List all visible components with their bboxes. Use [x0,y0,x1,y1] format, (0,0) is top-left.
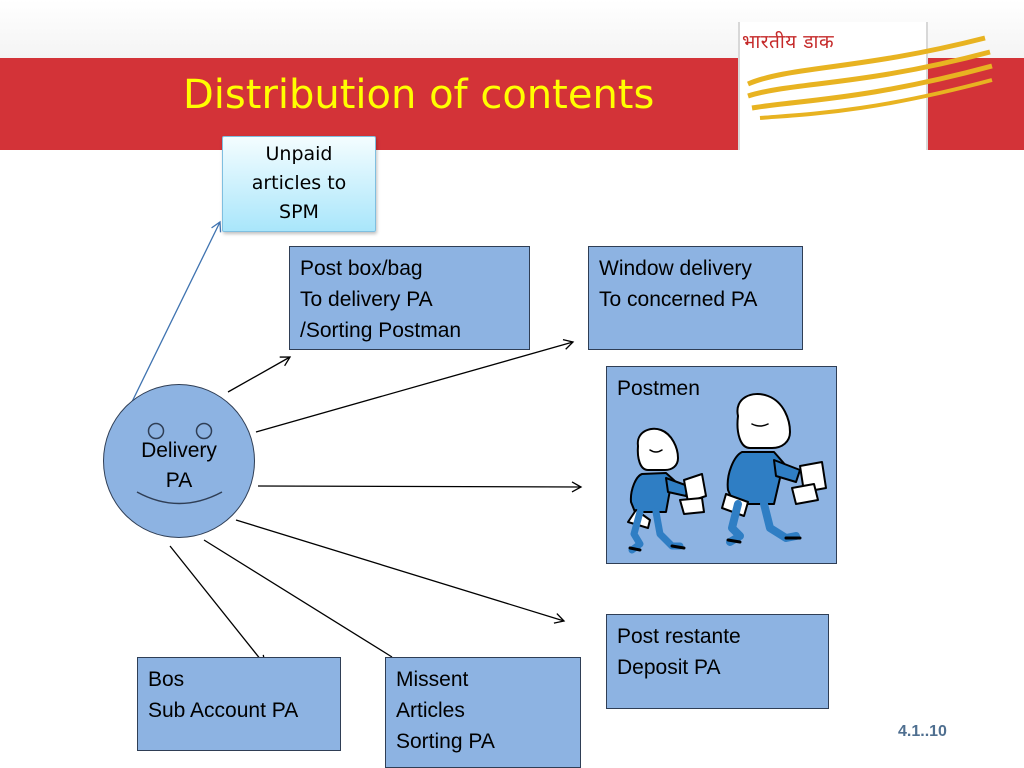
page-title: Distribution of contents [183,72,655,118]
spm-line-3: SPM [279,201,319,223]
post-box-bag-box: Post box/bag To delivery PA /Sorting Pos… [289,246,530,350]
window-delivery-line-2: To concerned PA [599,288,758,311]
delivery-pa-line-1: Delivery [141,439,217,462]
postmen-label: Postmen [617,377,700,400]
missent-line-1: Missent [396,668,469,691]
post-box-line-3: /Sorting Postman [300,319,462,342]
post-box-line-1: Post box/bag [300,257,423,280]
missent-line-2: Articles [396,699,465,722]
delivery-pa-label: Delivery PA [103,436,255,496]
delivery-pa-line-2: PA [165,469,193,492]
post-restante-line-1: Post restante [617,625,741,648]
unpaid-articles-spm-box: Unpaid articles to SPM [222,136,376,232]
arrow-to-window-delivery [255,339,575,433]
spm-line-1: Unpaid [265,143,333,165]
missent-articles-box: Missent Articles Sorting PA [385,657,581,768]
arrow-to-post-restante [235,519,566,624]
post-box-line-2: To delivery PA [300,288,433,311]
logo-text: भारतीय डाक [742,31,835,53]
post-restante-box: Post restante Deposit PA [606,614,829,709]
connector-to-missent [203,539,393,658]
arrow-to-postmen [257,481,583,493]
window-delivery-line-1: Window delivery [599,257,752,280]
arrow-to-bos [169,545,266,667]
bos-sub-account-box: Bos Sub Account PA [137,657,341,751]
bos-line-2: Sub Account PA [148,699,299,722]
arrow-to-spm [127,220,222,411]
spm-line-2: articles to [251,172,347,194]
delivery-pa-circle [103,384,255,538]
slide-number: 4.1..10 [898,723,947,740]
arrow-to-post-box [227,356,292,393]
bos-line-1: Bos [148,668,185,691]
india-post-logo-icon [747,35,993,120]
post-restante-line-2: Deposit PA [617,656,721,679]
missent-line-3: Sorting PA [396,730,495,753]
window-delivery-box: Window delivery To concerned PA [588,246,803,350]
